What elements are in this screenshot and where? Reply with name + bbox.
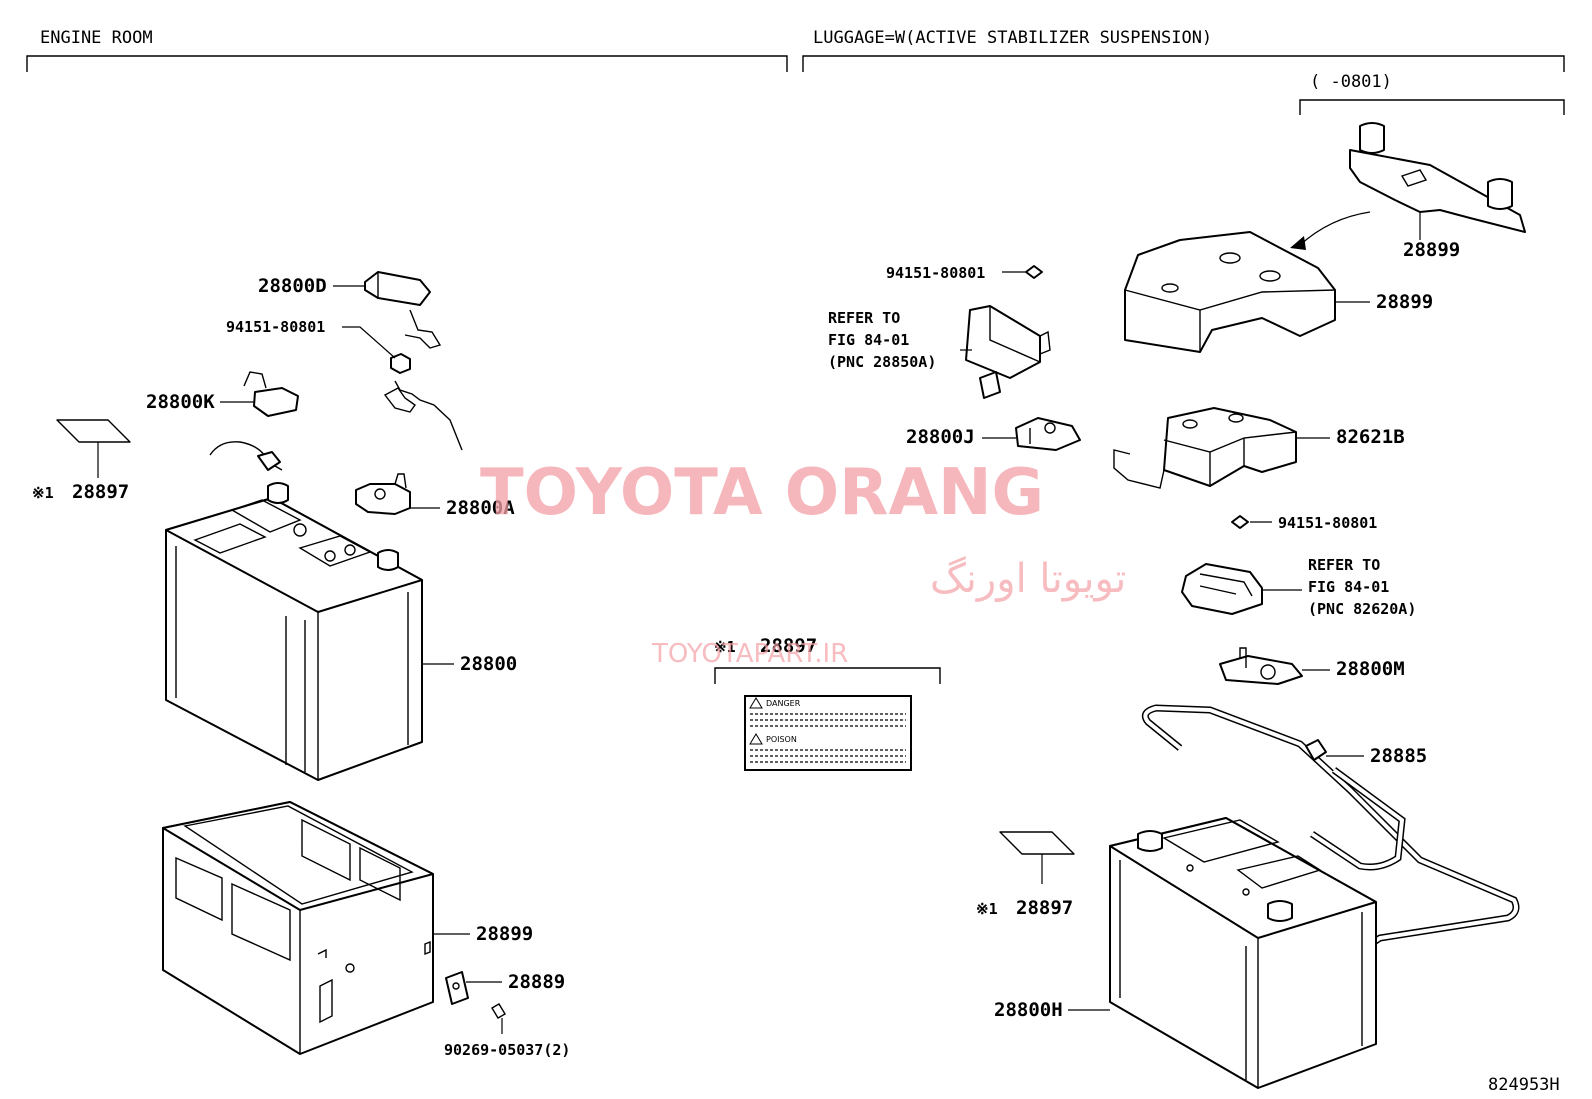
relay-block-28850a — [965, 305, 1051, 399]
warning-label-sticker: DANGER POISON — [744, 695, 912, 771]
nut-94151-right — [1231, 515, 1249, 529]
label-28800a: 28800A — [446, 497, 515, 519]
label-28800k: 28800K — [146, 391, 215, 413]
battery-cover-28899-top — [1349, 122, 1526, 240]
label-28800h: 28800H — [994, 999, 1063, 1021]
diagram-id: 824953H — [1488, 1075, 1560, 1095]
label-28800j: 28800J — [906, 426, 975, 448]
bracket-28889 — [445, 971, 469, 1005]
battery-cover-28899-mid — [1124, 231, 1336, 353]
clip-90269 — [491, 1003, 506, 1034]
label-28800: 28800 — [460, 653, 517, 675]
label-28899-top: 28899 — [1403, 239, 1460, 261]
engine-room-bracket — [26, 55, 788, 72]
engine-room-header: ENGINE ROOM — [40, 28, 153, 48]
label-28885: 28885 — [1370, 745, 1427, 767]
watermark-title: TOYOTA ORANG — [480, 456, 1044, 530]
battery-tray-28899-left — [162, 801, 434, 1055]
watermark-persian: تویوتا اورنگ — [930, 556, 1126, 602]
watermark-url: TOYOTAPART.IR — [651, 639, 848, 669]
terminal-cover-28800d — [364, 271, 442, 349]
label-90269: 90269-05037(2) — [444, 1041, 570, 1059]
mark-right: ※1 — [976, 900, 998, 918]
mark-center: ※1 — [714, 638, 736, 656]
refer2-line2: FIG 84-01 — [1308, 578, 1389, 596]
mark-left: ※1 — [32, 484, 54, 502]
label-94151-center: 94151-80801 — [886, 264, 985, 282]
arrow-curve — [1299, 211, 1371, 246]
label-28897-center: 28897 — [760, 635, 817, 657]
terminal-28800m — [1219, 647, 1303, 685]
label-28897-left: 28897 — [72, 481, 129, 503]
warning-poison-text: POISON — [766, 735, 797, 744]
label-28800m: 28800M — [1336, 658, 1405, 680]
warning-danger-text: DANGER — [766, 699, 801, 708]
caution-sticker-left — [56, 419, 131, 478]
center-bracket — [714, 667, 941, 684]
terminal-28800a — [355, 473, 411, 515]
cover-82621b — [1113, 407, 1297, 489]
refer2-line1: REFER TO — [1308, 556, 1380, 574]
terminal-28800j — [1015, 417, 1081, 451]
nut-94151-left — [383, 353, 463, 451]
battery-28800h — [1109, 817, 1377, 1089]
nut-94151-center — [1025, 265, 1043, 279]
label-28899-mid: 28899 — [1376, 291, 1433, 313]
luggage-header: LUGGAGE=W(ACTIVE STABILIZER SUSPENSION) — [813, 28, 1212, 48]
label-82621b: 82621B — [1336, 426, 1405, 448]
refer2-line3: (PNC 82620A) — [1308, 600, 1416, 618]
battery-28800 — [165, 482, 423, 781]
fuse-block-82620a — [1181, 563, 1263, 615]
refer1-line3: (PNC 28850A) — [828, 353, 936, 371]
clamp-28800k — [209, 371, 299, 471]
label-94151-left: 94151-80801 — [226, 318, 325, 336]
label-28899-left: 28899 — [476, 923, 533, 945]
refer1-line1: REFER TO — [828, 309, 900, 327]
date-range-label: ( -0801) — [1310, 72, 1392, 92]
label-28897-right: 28897 — [1016, 897, 1073, 919]
vent-hose-28885 — [1141, 704, 1520, 1052]
label-28800d: 28800D — [258, 275, 327, 297]
luggage-bracket — [802, 55, 1565, 72]
refer1-line2: FIG 84-01 — [828, 331, 909, 349]
caution-sticker-right — [999, 831, 1075, 884]
label-28889: 28889 — [508, 971, 565, 993]
date-range-bracket — [1299, 99, 1565, 115]
label-94151-right: 94151-80801 — [1278, 514, 1377, 532]
